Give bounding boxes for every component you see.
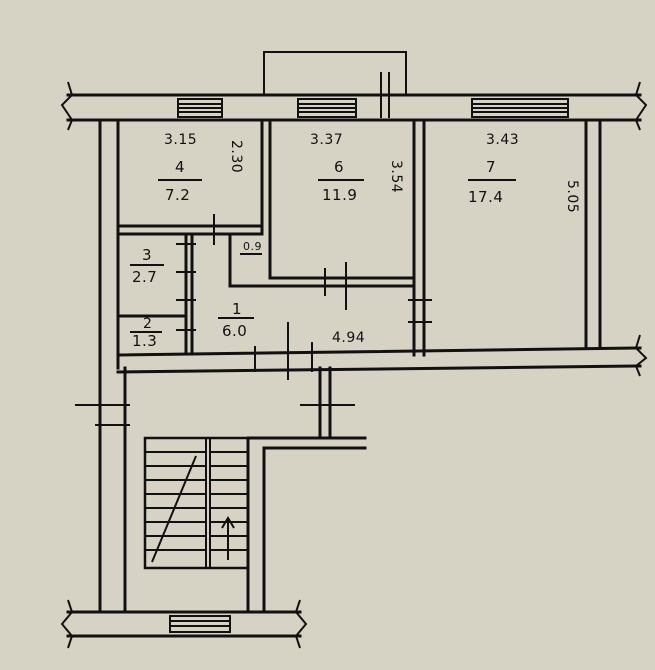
room-number: 4	[175, 158, 185, 176]
exterior-wall-top	[60, 81, 648, 131]
dimension-room6-width: 3.37	[310, 132, 343, 148]
room-area: 1.3	[132, 332, 157, 350]
window-room7	[471, 98, 569, 118]
stairwell-bottom-wall	[60, 599, 308, 649]
exterior-wall-bottom	[116, 334, 648, 377]
staircase	[143, 436, 250, 570]
room-number: 6	[334, 158, 344, 176]
window-room4	[177, 98, 223, 118]
dimension-room4-depth: 2.30	[228, 140, 244, 173]
room-area: 6.0	[222, 322, 247, 340]
dimension-room7-width: 3.43	[486, 132, 519, 148]
dimension-room4-width: 3.15	[164, 132, 197, 148]
door-marks	[176, 214, 432, 380]
dimension-room6-depth: 3.54	[388, 160, 404, 193]
room-number: 2	[143, 316, 152, 332]
room-label-6: 6 11.9	[318, 158, 364, 204]
dimension-hall-length: 4.94	[332, 330, 365, 346]
room-number: 7	[486, 158, 496, 176]
dimension-room7-depth: 5.05	[564, 180, 580, 213]
room-area: 11.9	[322, 186, 357, 204]
exterior-wall-right	[584, 118, 602, 350]
room-label-3: 3 2.7	[130, 246, 164, 286]
dimension-small-label: 0.9	[243, 240, 262, 253]
exterior-wall-left	[75, 118, 130, 614]
room-label-7: 7 17.4	[468, 158, 516, 206]
room-area: 17.4	[468, 188, 503, 206]
room-label-2: 2 1.3	[130, 316, 162, 350]
room-number: 3	[142, 246, 152, 264]
window-room6	[297, 98, 357, 118]
room-label-4: 4 7.2	[158, 158, 202, 204]
room-area: 7.2	[165, 186, 190, 204]
room-area: 2.7	[132, 268, 157, 286]
room-label-1: 1 6.0	[218, 300, 254, 340]
room-number: 1	[232, 300, 242, 318]
interior-walls	[116, 118, 426, 357]
